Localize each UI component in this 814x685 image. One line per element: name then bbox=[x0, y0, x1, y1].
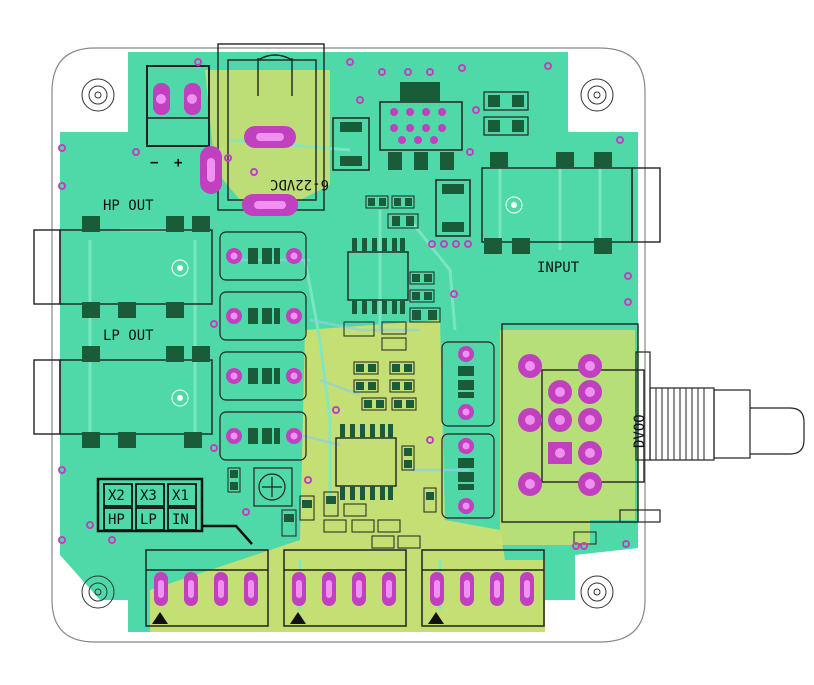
jumper-label-x3: X3 bbox=[140, 488, 157, 504]
regulator-vias bbox=[390, 108, 446, 144]
jumper-label-in: IN bbox=[172, 512, 189, 528]
jumper-label-hp: HP bbox=[108, 512, 125, 528]
power-voltage-label: 6-22VDC bbox=[270, 176, 329, 192]
potentiometer bbox=[501, 323, 805, 523]
input-jack bbox=[481, 152, 661, 254]
vias bbox=[58, 58, 632, 550]
jumper-label-lp: LP bbox=[140, 512, 157, 528]
power-terminal bbox=[146, 65, 210, 147]
header-middle bbox=[283, 549, 407, 627]
hp-out-label: HP OUT bbox=[103, 198, 154, 214]
hp-out-jack bbox=[33, 216, 213, 318]
vertical-resistors bbox=[441, 341, 495, 519]
header-left bbox=[145, 549, 269, 627]
header-right bbox=[421, 549, 545, 627]
jumper-block bbox=[96, 477, 253, 545]
smd-pads bbox=[230, 198, 437, 522]
trimmer bbox=[253, 467, 293, 507]
potentiometer-mark: DVOO bbox=[632, 414, 648, 448]
lp-out-jack bbox=[33, 346, 213, 448]
ic-lower bbox=[335, 424, 397, 500]
electrolytic-cap-left bbox=[332, 117, 370, 171]
mounting-holes bbox=[81, 78, 614, 609]
voltage-regulator bbox=[379, 82, 463, 170]
ic-upper bbox=[347, 238, 409, 314]
polarity-plus-label: + bbox=[174, 155, 182, 171]
jumper-label-x2: X2 bbox=[108, 488, 125, 504]
input-label: INPUT bbox=[537, 260, 580, 276]
resistor-column bbox=[219, 231, 307, 461]
jumper-label-x1: X1 bbox=[172, 488, 189, 504]
led-indicator bbox=[483, 91, 529, 136]
polarity-minus-label: − bbox=[150, 155, 158, 171]
copper-pour-center bbox=[150, 320, 545, 632]
electrolytic-cap-right bbox=[435, 179, 471, 237]
lp-out-label: LP OUT bbox=[103, 328, 154, 344]
